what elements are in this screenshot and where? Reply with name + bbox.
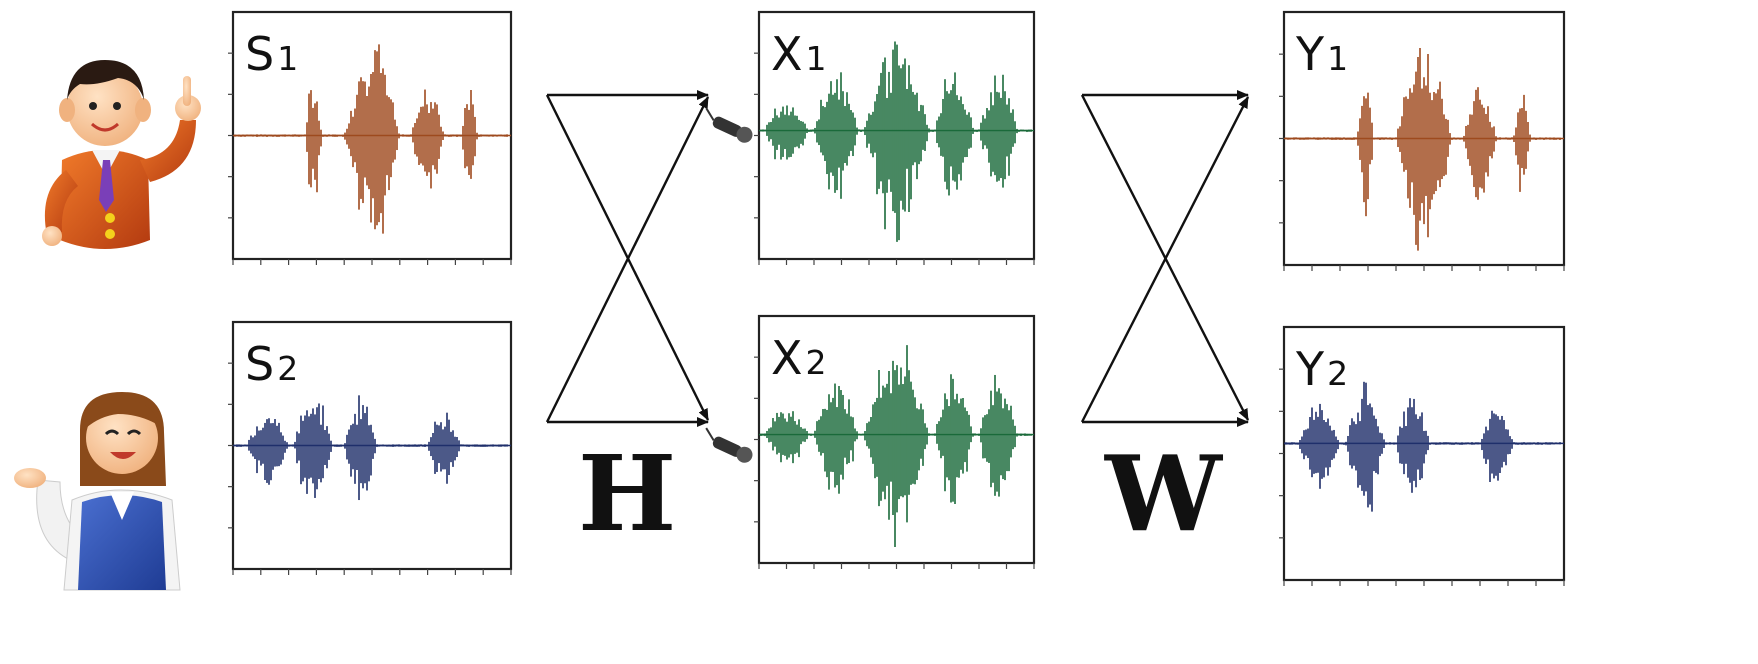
waveform-panel-x2: X2 bbox=[754, 314, 1036, 569]
mixing-matrix-label: H bbox=[578, 432, 676, 555]
waveform-s2 bbox=[233, 395, 511, 501]
mixing-arrows bbox=[545, 90, 710, 427]
waveform-panel-y1: Y1 bbox=[1279, 10, 1566, 271]
panel-label-y1: Y1 bbox=[1295, 27, 1348, 81]
panel-label-s2: S2 bbox=[245, 337, 298, 391]
waveform-x1 bbox=[759, 41, 1034, 242]
microphone-icon bbox=[705, 107, 753, 143]
unmixing-matrix-label: W bbox=[1104, 432, 1224, 555]
woman-waving-icon bbox=[14, 392, 181, 591]
unmixing-arrows bbox=[1080, 90, 1250, 427]
microphone-icon bbox=[705, 427, 753, 463]
arrow-s2-to-x1 bbox=[545, 96, 710, 423]
waveform-y2 bbox=[1284, 381, 1564, 512]
panel-label-y2: Y2 bbox=[1295, 342, 1348, 396]
waveform-y1 bbox=[1284, 47, 1564, 251]
man-pointing-icon bbox=[42, 60, 201, 249]
panel-label-s1: S1 bbox=[245, 27, 298, 81]
waveform-panel-x1: X1 bbox=[754, 10, 1036, 265]
waveform-s1 bbox=[233, 44, 511, 234]
panel-label-x2: X2 bbox=[771, 331, 827, 385]
waveform-panel-s1: S1 bbox=[228, 10, 513, 265]
waveform-panel-y2: Y2 bbox=[1279, 325, 1566, 586]
waveform-panel-s2: S2 bbox=[228, 320, 513, 575]
arrow-x2-to-y1 bbox=[1080, 96, 1250, 423]
panel-label-x1: X1 bbox=[771, 27, 827, 81]
waveform-x2 bbox=[759, 345, 1034, 547]
